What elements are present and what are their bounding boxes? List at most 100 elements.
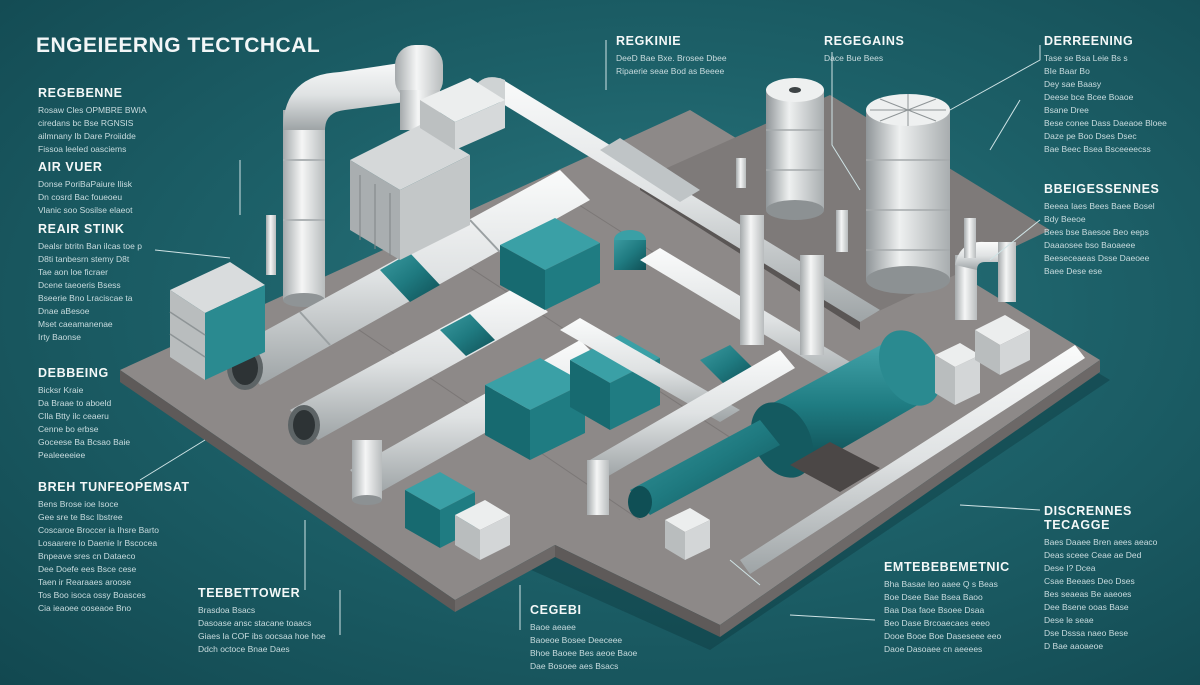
label-line: Vlanic soo Sosilse elaeot bbox=[38, 205, 133, 215]
label-line: Dnae aBesoe bbox=[38, 306, 90, 316]
label-heading: DERREENING bbox=[1044, 34, 1134, 48]
left-riser-pipe bbox=[283, 45, 443, 307]
label-line: Dace Bue Bees bbox=[824, 53, 884, 63]
label-line: Tos Boo isoca ossy Boasces bbox=[38, 590, 146, 600]
label-line: Daoe Dasoaee cn aeeees bbox=[884, 644, 983, 654]
label-line: Boe Dsee Bae Bsea Baoo bbox=[884, 592, 983, 602]
label-line: ciredans bc Bse RGNSIS bbox=[38, 118, 134, 128]
label-line: Gee sre te Bsc Ibstree bbox=[38, 512, 123, 522]
label-bbeigessennes: BBEIGESSENNES Beeea Iaes Bees Baee Bosel… bbox=[1044, 182, 1159, 278]
label-reair-stink: REAIR STINK Dealsr btritn Ban ilcas toe … bbox=[38, 222, 142, 344]
label-regkinie: REGKINIE DeeD Bae Bxe. Brosee Dbee Ripae… bbox=[616, 34, 727, 78]
label-line: Ripaerie seae Bod as Beeee bbox=[616, 66, 725, 76]
label-line: Tase se Bsa Leie Bs s bbox=[1044, 53, 1128, 63]
front-small-cabinets bbox=[665, 315, 1030, 560]
label-heading: DISCRENNES TECAGGE bbox=[1044, 504, 1132, 532]
label-line: Dese le seae bbox=[1044, 615, 1094, 625]
label-heading: CEGEBI bbox=[530, 603, 582, 617]
label-line: Dee Doefe ees Bsce cese bbox=[38, 564, 137, 574]
rear-tank-small bbox=[766, 78, 824, 220]
label-heading: TEEBETTOWER bbox=[198, 586, 301, 600]
label-heading: DEBBEING bbox=[38, 366, 109, 380]
label-line: Dooe Booe Boe Daseseee eeo bbox=[884, 631, 1002, 641]
label-cegebi: CEGEBI Baoe aeaee Baoeoe Bosee Deeceee B… bbox=[530, 603, 637, 673]
label-line: Dse Dsssa naeo Bese bbox=[1044, 628, 1129, 638]
label-line: Bseerie Bno Lraciscae ta bbox=[38, 293, 133, 303]
label-line: Bsane Dree bbox=[1044, 105, 1089, 115]
label-line: Baoe aeaee bbox=[530, 622, 576, 632]
page-title: ENGEIEERNG TECTCHCAL bbox=[36, 34, 321, 57]
label-line: Beeseceaeas Dsse Daeoee bbox=[1044, 253, 1150, 263]
label-line: Ddch octoce Bnae Daes bbox=[198, 644, 290, 654]
label-line: Da Braae to aboeld bbox=[38, 398, 112, 408]
label-line: Fissoa leeled oasciems bbox=[38, 144, 127, 154]
label-line: Mset caeamanenae bbox=[38, 319, 113, 329]
label-line: Dae Bosoee aes Bsacs bbox=[530, 661, 619, 671]
label-emtebebemetnic: EMTEBEBEMETNIC Bha Basae leo aaee Q s Be… bbox=[884, 560, 1010, 656]
right-pipe-network bbox=[560, 215, 880, 422]
label-line: Goceese Ba Bcsao Baie bbox=[38, 437, 131, 447]
label-debbeing: DEBBEING Bicksr Kraie Da Braae to aboeld… bbox=[38, 366, 130, 462]
label-line: CIla Btty ilc ceaeru bbox=[38, 411, 109, 421]
label-line: D8ti tanbesrn stemy D8t bbox=[38, 254, 130, 264]
label-line: Baoeoe Bosee Deeceee bbox=[530, 635, 623, 645]
label-line: Baes Daaee Bren aees aeaco bbox=[1044, 537, 1158, 547]
lower-teal-pipe bbox=[628, 420, 780, 518]
leader-lines bbox=[139, 40, 1041, 635]
label-line: Losaarere lo Daenie Ir Bscocea bbox=[38, 538, 158, 548]
label-line: Donse PoriBaPaiure Ilisk bbox=[38, 179, 133, 189]
label-line: DeeD Bae Bxe. Brosee Dbee bbox=[616, 53, 727, 63]
label-line: Dey sae Baasy bbox=[1044, 79, 1102, 89]
label-line: Rosaw Cles OPMBRE BWIA bbox=[38, 105, 147, 115]
label-line: Dee Bsene ooas Base bbox=[1044, 602, 1129, 612]
left-cabinet bbox=[169, 262, 265, 380]
label-regegains: REGEGAINS Dace Bue Bees bbox=[824, 34, 904, 65]
teal-pump-lower-left bbox=[405, 472, 510, 560]
label-line: Cenne bo erbse bbox=[38, 424, 99, 434]
label-heading: REGKINIE bbox=[616, 34, 682, 48]
label-air-vuer: AIR VUER Donse PoriBaPaiure Ilisk Dn cos… bbox=[38, 160, 133, 217]
label-heading: REGEGAINS bbox=[824, 34, 905, 48]
label-line: Bnpeave sres cn Dataeco bbox=[38, 551, 136, 561]
teal-drum bbox=[750, 330, 942, 492]
label-line: Coscaroe Broccer ia Ihsre Barto bbox=[38, 525, 159, 535]
label-discrennes-tecagge: DISCRENNES TECAGGE Baes Daaee Bren aees … bbox=[1044, 504, 1200, 653]
label-line: Bicksr Kraie bbox=[38, 385, 84, 395]
label-heading: AIR VUER bbox=[38, 160, 103, 174]
front-diagonal-pipe-2 bbox=[288, 285, 548, 445]
label-line: Beeea Iaes Bees Baee Bosel bbox=[1044, 201, 1155, 211]
teal-pump-center bbox=[500, 218, 646, 310]
label-regebenne: REGEBENNE Rosaw Cles OPMBRE BWIA ciredan… bbox=[38, 86, 147, 156]
label-line: Bae Beec Bsea Bsceeeecss bbox=[1044, 144, 1151, 154]
small-stacks bbox=[266, 158, 976, 275]
label-line: Bese conee Dass Daeaoe Bloee bbox=[1044, 118, 1167, 128]
label-line: Bes seaeas Be aaeoes bbox=[1044, 589, 1132, 599]
front-right-pipe bbox=[587, 345, 1085, 574]
label-line: Dn cosrd Bac foueoeu bbox=[38, 192, 123, 202]
label-heading: BREH TUNFEOPEMSAT bbox=[38, 480, 190, 494]
label-line: D Bae aaoaeoe bbox=[1044, 641, 1104, 651]
label-line: Cia ieaoee ooseaoe Bno bbox=[38, 603, 132, 613]
label-line: Deese bce Bcee Boaoe bbox=[1044, 92, 1134, 102]
label-line: Baa Dsa faoe Bsoee Dsaa bbox=[884, 605, 985, 615]
label-line: Dese I? Dcea bbox=[1044, 563, 1096, 573]
label-line: Dcene taeoeris Bsess bbox=[38, 280, 121, 290]
label-heading: BBEIGESSENNES bbox=[1044, 182, 1160, 196]
label-line: Tae aon loe ficraer bbox=[38, 267, 108, 277]
label-heading: REGEBENNE bbox=[38, 86, 123, 100]
label-line: Beo Dase Brcoaecaes eeeo bbox=[884, 618, 990, 628]
label-line: BIe Baar Bo bbox=[1044, 66, 1090, 76]
label-line: Brasdoa Bsacs bbox=[198, 605, 256, 615]
label-line: Dealsr btritn Ban ilcas toe p bbox=[38, 241, 142, 251]
label-line: Bha Basae leo aaee Q s Beas bbox=[884, 579, 998, 589]
label-line: ailmnany Ib Dare Proiidde bbox=[38, 131, 136, 141]
label-line: Baee Dese ese bbox=[1044, 266, 1103, 276]
central-machinery bbox=[350, 78, 505, 260]
label-line: Dasoase ansc stacane toaacs bbox=[198, 618, 312, 628]
label-heading: REAIR STINK bbox=[38, 222, 125, 236]
label-line: Bees bse Baesoe Beo eeps bbox=[1044, 227, 1149, 237]
label-line: Daze pe Boo Dses Dsec bbox=[1044, 131, 1137, 141]
label-teebettower: TEEBETTOWER Brasdoa Bsacs Dasoase ansc s… bbox=[198, 586, 326, 656]
